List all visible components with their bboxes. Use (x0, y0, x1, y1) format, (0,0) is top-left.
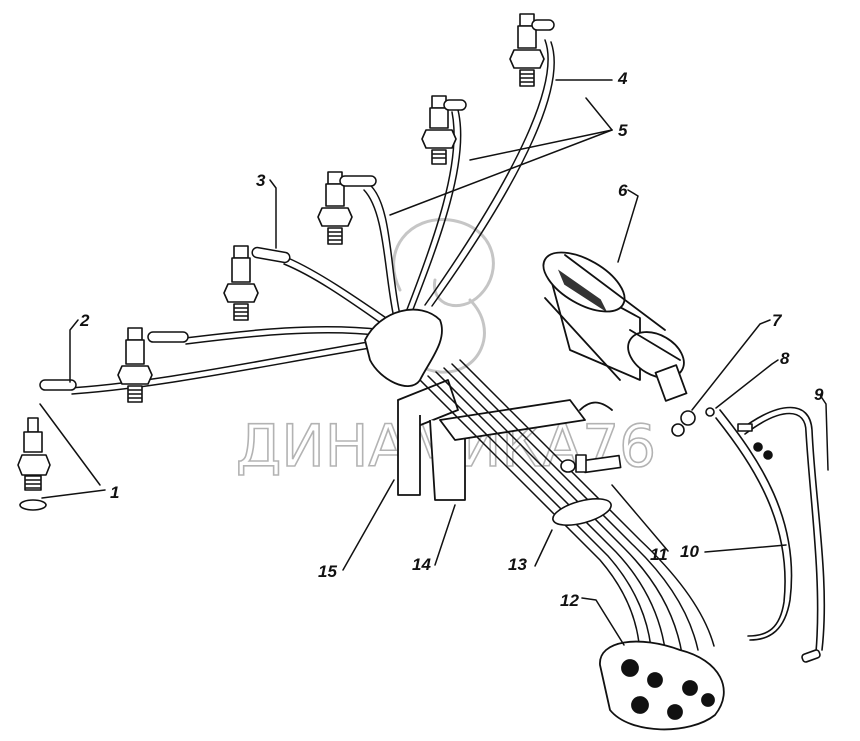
callout-7: 7 (772, 311, 783, 330)
bolt (560, 454, 622, 474)
callout-12: 12 (560, 591, 579, 610)
callout-8: 8 (780, 349, 790, 368)
callout-1: 1 (110, 483, 119, 502)
callout-15: 15 (318, 562, 337, 581)
callout-2: 2 (79, 311, 90, 330)
callout-3: 3 (256, 171, 266, 190)
spark-plug-5 (421, 95, 457, 165)
callout-13: 13 (508, 555, 527, 574)
main-bundle (419, 359, 715, 661)
leader-lines (39, 79, 829, 646)
ignition-leads (69, 39, 555, 395)
callout-5: 5 (618, 121, 628, 140)
callout-6: 6 (618, 181, 628, 200)
callout-9: 9 (814, 385, 824, 404)
harness-clip (552, 498, 612, 526)
callout-labels: 1 2 3 4 5 6 7 8 9 10 11 12 13 14 15 (79, 69, 824, 610)
spark-plug-1 (17, 417, 51, 511)
callout-10: 10 (680, 542, 699, 561)
spark-plug-4 (317, 171, 353, 245)
wires-9-10 (715, 406, 826, 663)
callout-11: 11 (650, 545, 668, 564)
lead-boots (39, 19, 555, 391)
nuts-washers (671, 407, 715, 437)
callout-14: 14 (412, 555, 431, 574)
spark-plug-2 (117, 327, 153, 403)
callout-4: 4 (617, 69, 628, 88)
spark-plug-6 (509, 13, 545, 87)
distributor-cap (599, 640, 725, 731)
ignition-coil (542, 251, 688, 411)
spark-plug-3 (223, 245, 259, 321)
bracket-clamp (364, 308, 586, 501)
